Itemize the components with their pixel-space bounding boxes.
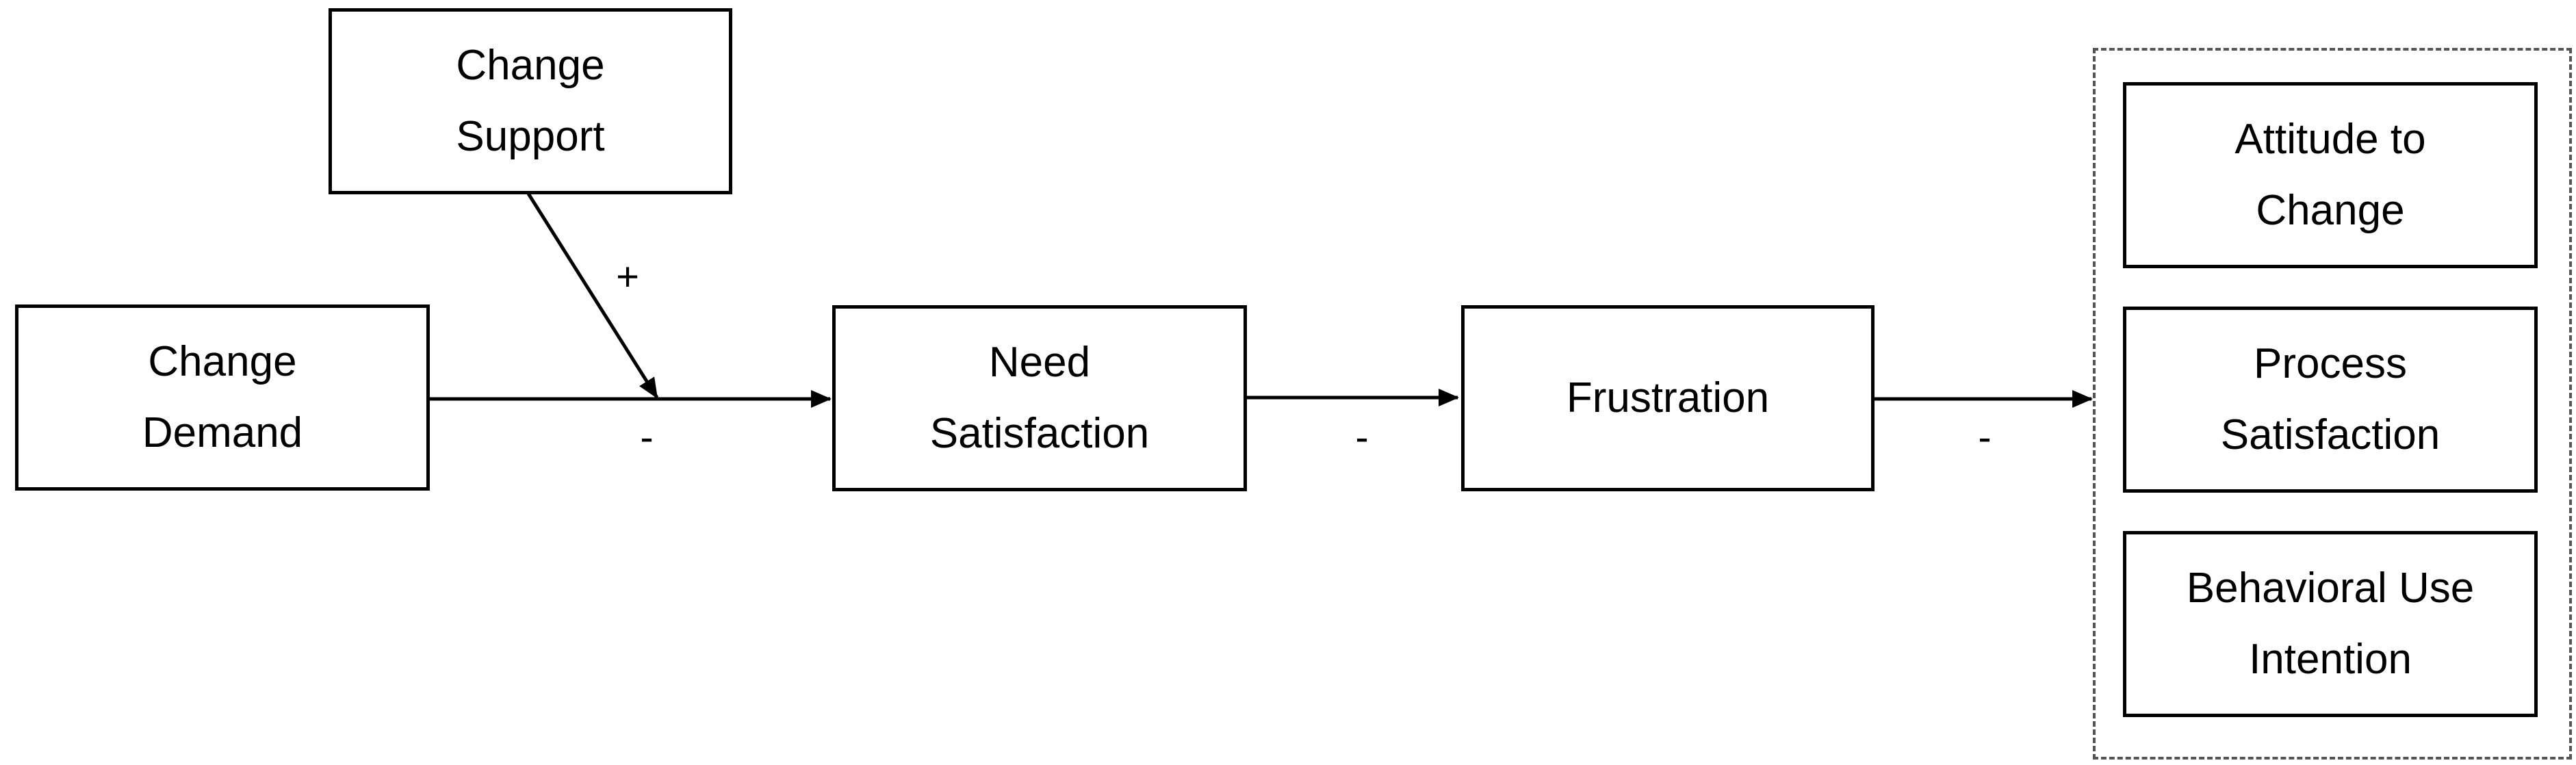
node-change-demand: Change Demand — [15, 304, 430, 491]
node-need-satisfaction-line-2: Satisfaction — [929, 410, 1150, 457]
sign-need-to-frustration: - — [1355, 415, 1369, 460]
sign-demand-to-need: - — [640, 415, 654, 460]
node-process-satisfaction: Process Satisfaction — [2123, 307, 2538, 493]
node-frustration-line-1: Frustration — [1566, 374, 1770, 422]
node-frustration: Frustration — [1461, 305, 1875, 491]
node-change-demand-line-2: Demand — [142, 409, 303, 456]
node-change-support-line-1: Change — [456, 42, 605, 89]
node-change-support-line-2: Support — [456, 113, 605, 160]
node-need-satisfaction: Need Satisfaction — [832, 305, 1247, 491]
node-behavioral-use-intention-line-2: Intention — [2249, 636, 2412, 683]
node-behavioral-use-intention-line-1: Behavioral Use — [2186, 565, 2475, 612]
node-change-demand-line-1: Change — [148, 338, 297, 385]
outcomes-group — [2093, 48, 2572, 760]
sign-frustration-to-outcomes: - — [1978, 415, 1992, 460]
node-change-support: Change Support — [329, 8, 732, 194]
node-attitude-to-change-line-2: Change — [2256, 187, 2405, 234]
node-attitude-to-change: Attitude to Change — [2123, 82, 2538, 268]
arrow-change-support-moderation — [526, 192, 659, 399]
sign-support-moderation: + — [616, 255, 639, 299]
node-behavioral-use-intention: Behavioral Use Intention — [2123, 531, 2538, 717]
node-process-satisfaction-line-2: Satisfaction — [2220, 411, 2440, 458]
node-attitude-to-change-line-1: Attitude to — [2234, 116, 2426, 163]
node-process-satisfaction-line-1: Process — [2254, 340, 2407, 387]
node-need-satisfaction-line-1: Need — [988, 339, 1091, 386]
